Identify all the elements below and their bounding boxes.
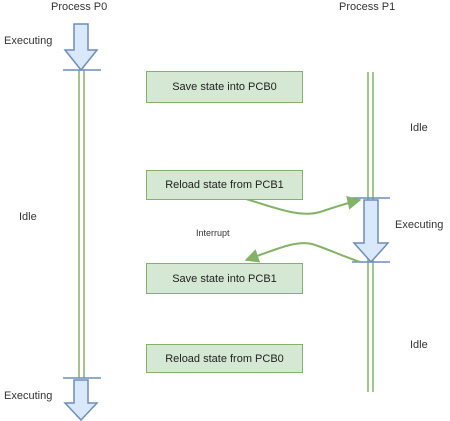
step-reload-pcb0: Reload state from PCB0 [146,344,303,373]
p0-executing-arrow-top [63,23,99,72]
p0-state-idle: Idle [19,211,37,223]
interrupt-connector [244,242,361,263]
step-reload-pcb1: Reload state from PCB1 [146,170,303,200]
process-p0-header: Process P0 [51,1,108,13]
p1-state-executing: Executing [395,219,444,231]
p0-state-executing-bottom: Executing [4,390,53,402]
step-save-pcb0: Save state into PCB0 [146,71,303,103]
p0-executing-arrow-bottom [63,379,99,421]
p1-state-idle-bottom: Idle [410,339,428,351]
p0-timeline [78,70,85,378]
p1-executing-arrow [352,199,390,264]
switch-to-p1-connector [239,196,362,215]
step-save-pcb1: Save state into PCB1 [146,263,303,294]
process-p1-header: Process P1 [339,1,396,13]
p0-state-executing-top: Executing [4,35,53,47]
interrupt-label: Interrupt [196,228,230,238]
p1-state-idle-top: Idle [410,122,428,134]
